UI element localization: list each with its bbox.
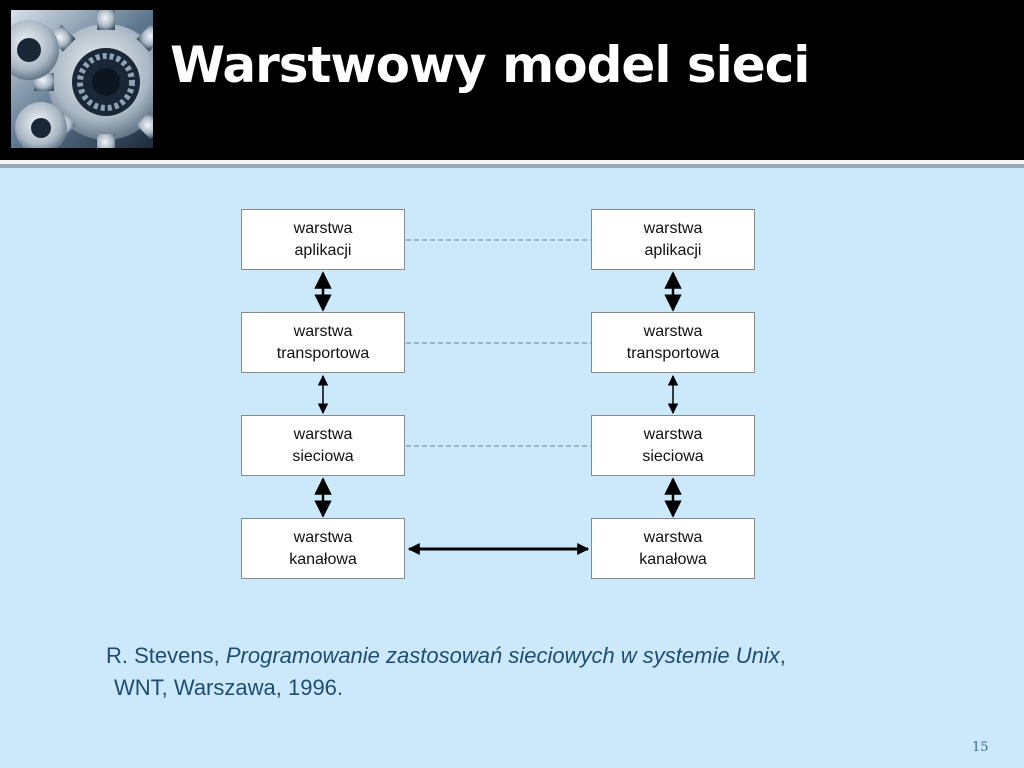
layer-name: aplikacji bbox=[644, 241, 702, 259]
page-number: 15 bbox=[972, 740, 989, 755]
layer-label: warstwa bbox=[643, 322, 703, 340]
right-network-layer-box: warstwa sieciowa bbox=[591, 415, 755, 476]
header-divider-shadow bbox=[0, 164, 1024, 168]
citation-separator: , bbox=[779, 643, 786, 668]
left-application-layer-box: warstwa aplikacji bbox=[241, 209, 405, 270]
layer-label: warstwa bbox=[293, 322, 353, 340]
layer-label: warstwa bbox=[293, 528, 353, 546]
right-application-layer-box: warstwa aplikacji bbox=[591, 209, 755, 270]
layer-label: warstwa bbox=[643, 219, 703, 237]
header-divider bbox=[0, 160, 1024, 164]
layer-label: warstwa bbox=[293, 425, 353, 443]
layer-label: warstwa bbox=[643, 425, 703, 443]
citation-publisher: WNT, Warszawa, 1996. bbox=[114, 675, 344, 700]
layer-name: sieciowa bbox=[642, 447, 704, 465]
left-network-layer-box: warstwa sieciowa bbox=[241, 415, 405, 476]
layer-name: transportowa bbox=[276, 344, 370, 362]
right-datalink-layer-box: warstwa kanałowa bbox=[591, 518, 755, 579]
layer-name: kanałowa bbox=[639, 550, 707, 568]
citation-book-title: Programowanie zastosowań sieciowych w sy… bbox=[225, 643, 780, 668]
layer-label: warstwa bbox=[643, 528, 703, 546]
layer-name: sieciowa bbox=[292, 447, 354, 465]
right-transport-layer-box: warstwa transportowa bbox=[591, 312, 755, 373]
layer-name: kanałowa bbox=[289, 550, 357, 568]
layer-name: transportowa bbox=[626, 344, 720, 362]
citation: R. Stevens, Programowanie zastosowań sie… bbox=[106, 640, 786, 704]
layer-label: warstwa bbox=[293, 219, 353, 237]
header-bar bbox=[0, 0, 1024, 160]
left-transport-layer-box: warstwa transportowa bbox=[241, 312, 405, 373]
citation-author: R. Stevens, bbox=[106, 643, 226, 668]
left-datalink-layer-box: warstwa kanałowa bbox=[241, 518, 405, 579]
layer-name: aplikacji bbox=[294, 241, 352, 259]
slide-title: Warstwowy model sieci bbox=[170, 36, 810, 94]
gears-icon bbox=[11, 10, 153, 148]
